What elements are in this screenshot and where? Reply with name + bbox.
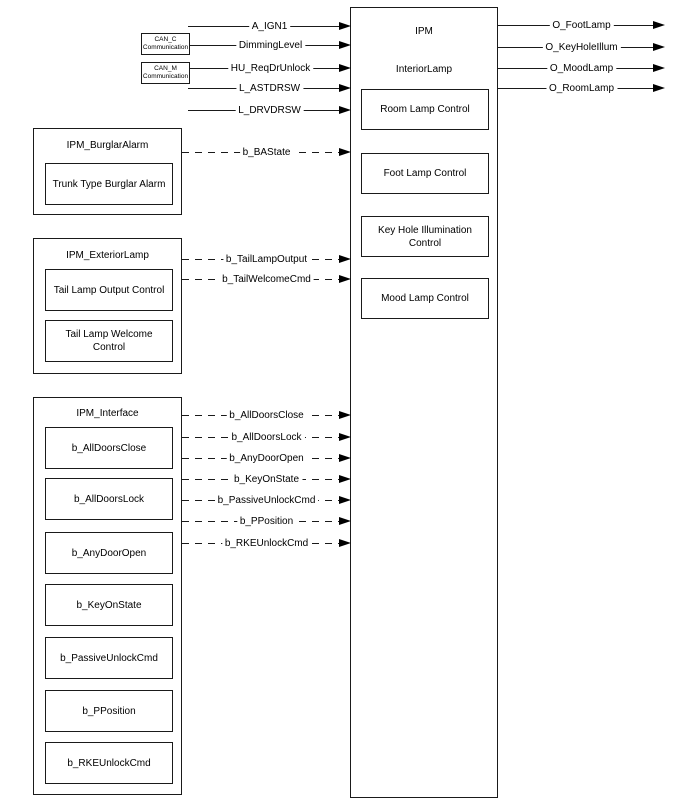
module-key-hole-illumination-control: Key Hole Illumination Control xyxy=(361,216,489,257)
arrowhead-icon xyxy=(339,539,351,547)
arrowhead-icon xyxy=(653,43,665,51)
signal-label: b_RKEUnlockCmd xyxy=(221,538,312,550)
arrowhead-icon xyxy=(339,84,351,92)
sub-block-b-anydooropen: b_AnyDoorOpen xyxy=(45,532,173,574)
sub-block-b-alldoorslock: b_AllDoorsLock xyxy=(45,478,173,520)
arrowhead-icon xyxy=(339,255,351,263)
can-box-name: CAN_M xyxy=(154,65,177,72)
arrowhead-icon xyxy=(653,64,665,72)
arrowhead-icon xyxy=(339,22,351,30)
sub-block-b-passiveunlockcmd: b_PassiveUnlockCmd xyxy=(45,637,173,679)
signal-label: b_AllDoorsClose xyxy=(226,410,307,422)
signal-label: b_PassiveUnlockCmd xyxy=(214,495,319,507)
arrowhead-icon xyxy=(339,517,351,525)
signal-label: A_IGN1 xyxy=(248,21,291,33)
block-can-m-communication: CAN_M Communication xyxy=(141,62,190,84)
signal-label: b_AnyDoorOpen xyxy=(226,453,307,465)
sub-block-tail-lamp-welcome-control: Tail Lamp Welcome Control xyxy=(45,320,173,362)
signal-label: DimmingLevel xyxy=(235,40,306,52)
block-title: IPM_ExteriorLamp xyxy=(66,250,149,261)
signal-label: b_AllDoorsLock xyxy=(228,432,305,444)
signal-label: b_PPosition xyxy=(236,516,297,528)
signal-label: b_KeyOnState xyxy=(230,474,303,486)
signal-label: O_RoomLamp xyxy=(545,83,618,95)
signal-label: HU_ReqDrUnlock xyxy=(227,63,314,75)
block-can-c-communication: CAN_C Communication xyxy=(141,33,190,55)
signal-label: O_KeyHoleIllum xyxy=(542,42,621,54)
signal-label: L_DRVDRSW xyxy=(235,105,304,117)
arrowhead-icon xyxy=(653,21,665,29)
arrowhead-icon xyxy=(339,41,351,49)
sub-block-b-rkeunlockcmd: b_RKEUnlockCmd xyxy=(45,742,173,784)
signal-label: O_FootLamp xyxy=(549,20,614,32)
module-room-lamp-control: Room Lamp Control xyxy=(361,89,489,130)
signal-label: b_TailWelcomeCmd xyxy=(219,274,314,286)
arrowhead-icon xyxy=(339,275,351,283)
sub-block-b-pposition: b_PPosition xyxy=(45,690,173,732)
block-ipm-interface: IPM_Interface b_AllDoorsClose b_AllDoors… xyxy=(33,397,182,795)
sub-block-trunk-type-burglar-alarm: Trunk Type Burglar Alarm xyxy=(45,163,173,205)
arrowhead-icon xyxy=(653,84,665,92)
signal-label: b_TailLampOutput xyxy=(222,254,311,266)
sub-block-b-alldoorsclose: b_AllDoorsClose xyxy=(45,427,173,469)
module-mood-lamp-control: Mood Lamp Control xyxy=(361,278,489,319)
main-block-subtitle: InteriorLamp xyxy=(395,64,453,75)
main-block-title: IPM xyxy=(415,26,433,37)
signal-label: b_BAState xyxy=(239,147,294,159)
arrowhead-icon xyxy=(339,148,351,156)
block-ipm-interiorlamp: IPM InteriorLamp Room Lamp Control Foot … xyxy=(350,7,498,798)
sub-block-b-keyonstate: b_KeyOnState xyxy=(45,584,173,626)
sub-block-tail-lamp-output-control: Tail Lamp Output Control xyxy=(45,269,173,311)
block-ipm-exteriorlamp: IPM_ExteriorLamp Tail Lamp Output Contro… xyxy=(33,238,182,374)
arrowhead-icon xyxy=(339,64,351,72)
arrowhead-icon xyxy=(339,106,351,114)
block-ipm-burglaralarm: IPM_BurglarAlarm Trunk Type Burglar Alar… xyxy=(33,128,182,215)
can-box-type: Communication xyxy=(142,44,189,51)
signal-label: L_ASTDRSW xyxy=(235,83,304,95)
arrowhead-icon xyxy=(339,454,351,462)
signal-label: O_MoodLamp xyxy=(546,63,617,75)
arrowhead-icon xyxy=(339,411,351,419)
arrowhead-icon xyxy=(339,496,351,504)
can-box-type: Communication xyxy=(142,73,189,80)
arrowhead-icon xyxy=(339,475,351,483)
block-title: IPM_BurglarAlarm xyxy=(66,140,149,151)
module-foot-lamp-control: Foot Lamp Control xyxy=(361,153,489,194)
arrowhead-icon xyxy=(339,433,351,441)
block-title: IPM_Interface xyxy=(76,408,139,419)
can-box-name: CAN_C xyxy=(154,36,177,43)
